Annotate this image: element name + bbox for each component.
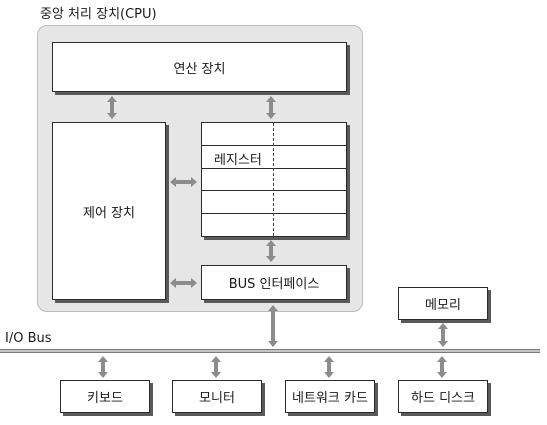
- bus-interface-box: BUS 인터페이스: [201, 265, 347, 300]
- register-row: [202, 214, 346, 236]
- control-unit-label: 제어 장치: [83, 205, 135, 221]
- arrow-iobus-keyboard-icon: [98, 356, 108, 378]
- monitor-label: 모니터: [199, 391, 235, 406]
- register-row: 레지스터: [202, 146, 346, 169]
- register-dashed-divider: [273, 123, 274, 236]
- cpu-title: 중앙 처리 장치(CPU): [40, 7, 157, 22]
- alu-box: 연산 장치: [52, 42, 347, 92]
- memory-label: 메모리: [425, 298, 461, 313]
- registers-box: 레지스터: [201, 122, 347, 237]
- keyboard-label: 키보드: [87, 391, 123, 406]
- register-row: [202, 123, 346, 146]
- alu-label: 연산 장치: [173, 61, 226, 77]
- network-card-label: 네트워크 카드: [292, 391, 368, 406]
- bus-interface-label: BUS 인터페이스: [228, 277, 320, 292]
- memory-box: 메모리: [398, 287, 488, 320]
- hard-disk-box: 하드 디스크: [398, 380, 488, 413]
- arrow-memory-iobus-icon: [438, 323, 448, 347]
- io-bus-label: I/O Bus: [5, 331, 52, 346]
- register-row: [202, 191, 346, 215]
- hard-disk-label: 하드 디스크: [411, 391, 475, 406]
- arrow-iobus-hard-disk-icon: [437, 356, 447, 378]
- control-unit-box: 제어 장치: [52, 122, 166, 300]
- register-row: [202, 169, 346, 192]
- arrow-iobus-monitor-icon: [211, 356, 221, 378]
- keyboard-box: 키보드: [60, 380, 150, 413]
- monitor-box: 모니터: [172, 380, 262, 413]
- registers-label: 레지스터: [214, 152, 262, 168]
- arrow-iobus-network-card-icon: [324, 356, 334, 378]
- io-bus-line: [0, 349, 540, 353]
- network-card-box: 네트워크 카드: [285, 380, 375, 413]
